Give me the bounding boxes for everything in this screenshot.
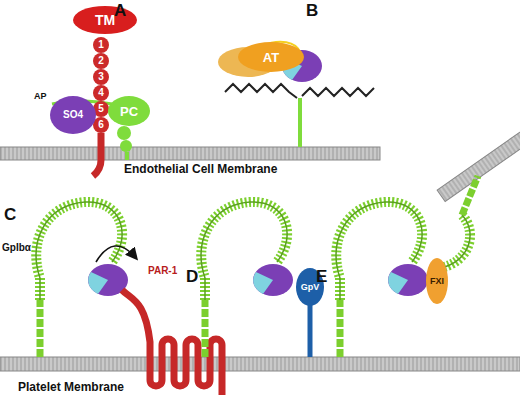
domain-circle: 1 [93, 37, 109, 53]
node-label: 3 [98, 72, 104, 82]
node-label: 4 [98, 88, 104, 98]
proteoglycan-core [298, 98, 302, 147]
gpib-complex [36, 202, 128, 357]
gpib-second-platelet [440, 176, 478, 268]
panel-letter: E [316, 268, 327, 285]
gpib-complex [336, 202, 428, 357]
part-label: AP [34, 92, 47, 101]
domain-circle: 2 [93, 53, 109, 69]
part-label: GpIbα [2, 243, 31, 253]
cleavage-arrow [96, 246, 136, 262]
membrane-fragment [437, 127, 520, 202]
node-label: 2 [98, 56, 104, 66]
tm-stalk [93, 133, 101, 176]
node-label: FXI [430, 277, 444, 286]
endothelial-membrane [0, 147, 380, 160]
membrane-label: Platelet Membrane [18, 381, 124, 393]
node-label: AT [263, 51, 279, 64]
thrombomodulin: TM [73, 6, 137, 34]
panel-letter: A [114, 2, 126, 19]
node-label: SO4 [63, 110, 83, 120]
platelet-membrane [0, 357, 520, 371]
panel-letter: D [186, 268, 198, 285]
factor-xi: FXI [426, 258, 448, 304]
membrane-label: Endothelial Cell Membrane [124, 163, 277, 175]
heparin-chain [225, 84, 297, 98]
panel-letter: B [306, 2, 318, 19]
domain-circle: 6 [93, 117, 109, 133]
gpib-complex [201, 202, 293, 357]
node-label: 6 [98, 120, 104, 130]
thrombin: SO4 [50, 96, 96, 134]
protein-c: PC [108, 96, 150, 126]
pc-domain [120, 140, 132, 152]
node-label: TM [95, 13, 115, 27]
part-label: PAR-1 [148, 266, 177, 276]
pc-domain [117, 126, 131, 140]
panel-letter: C [4, 206, 16, 223]
heparin-chain [302, 88, 374, 96]
gpv-stalk [308, 305, 313, 357]
node-label: PC [120, 105, 138, 118]
domain-circle: 4 [93, 85, 109, 101]
node-label: 5 [98, 104, 104, 114]
pc-anchor [125, 152, 129, 160]
domain-circle: 3 [93, 69, 109, 85]
antithrombin: AT [238, 42, 304, 72]
node-label: 1 [98, 40, 104, 50]
par1-receptor [122, 290, 222, 395]
